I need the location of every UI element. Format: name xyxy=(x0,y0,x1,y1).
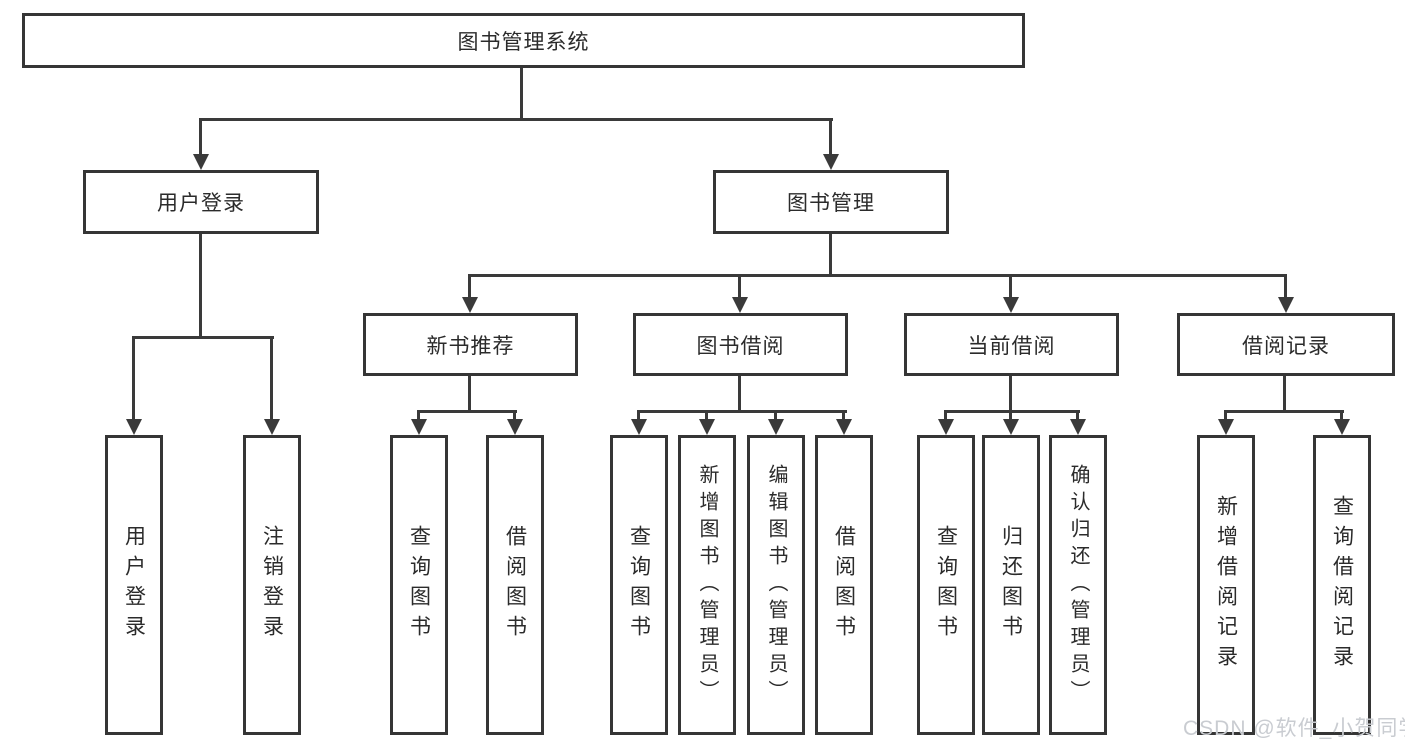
node-leaf-query-books-2-label: 查询图书 xyxy=(627,525,651,645)
node-leaf-user-login-label: 用户登录 xyxy=(122,525,146,645)
node-book-borrow: 图书借阅 xyxy=(633,313,848,376)
node-leaf-query-books-3: 查询图书 xyxy=(917,435,975,735)
connector-line xyxy=(738,376,741,412)
node-new-book-recommend-label: 新书推荐 xyxy=(426,334,515,358)
node-leaf-query-borrow-record-label: 查询借阅记录 xyxy=(1330,495,1354,675)
node-current-borrow-label: 当前借阅 xyxy=(967,334,1056,358)
node-leaf-query-books-3-label: 查询图书 xyxy=(934,525,958,645)
connector-line xyxy=(1009,410,1012,423)
node-leaf-logout: 注销登录 xyxy=(243,435,301,735)
connector-line xyxy=(1224,410,1227,423)
node-borrow-records: 借阅记录 xyxy=(1177,313,1395,376)
node-leaf-add-books-admin: 新增图书（管理员） xyxy=(678,435,736,735)
arrow-down-icon xyxy=(823,154,839,170)
arrow-down-icon xyxy=(1278,297,1294,313)
connector-line xyxy=(705,410,708,423)
connector-line xyxy=(1076,410,1079,423)
arrow-down-icon xyxy=(631,419,647,435)
connector-line xyxy=(738,274,741,301)
node-current-borrow: 当前借阅 xyxy=(904,313,1119,376)
connector-line xyxy=(199,234,202,338)
arrow-down-icon xyxy=(1003,419,1019,435)
node-leaf-confirm-return-admin: 确认归还（管理员） xyxy=(1049,435,1107,735)
connector-line xyxy=(468,274,471,301)
connector-line xyxy=(199,118,202,158)
connector-line xyxy=(1009,274,1012,301)
connector-line xyxy=(829,234,832,276)
connector-line xyxy=(637,410,847,413)
arrow-down-icon xyxy=(732,297,748,313)
node-leaf-borrow-books-1-label: 借阅图书 xyxy=(503,525,527,645)
arrow-down-icon xyxy=(462,297,478,313)
connector-line xyxy=(829,118,832,158)
connector-line xyxy=(1284,274,1287,301)
node-leaf-borrow-books-2-label: 借阅图书 xyxy=(832,525,856,645)
arrow-down-icon xyxy=(193,154,209,170)
arrow-down-icon xyxy=(1003,297,1019,313)
node-book-manage: 图书管理 xyxy=(713,170,949,234)
node-book-borrow-label: 图书借阅 xyxy=(696,334,785,358)
node-book-manage-label: 图书管理 xyxy=(787,192,875,215)
node-new-book-recommend: 新书推荐 xyxy=(363,313,578,376)
node-leaf-add-borrow-record: 新增借阅记录 xyxy=(1197,435,1255,735)
connector-line xyxy=(1224,410,1344,413)
arrow-down-icon xyxy=(836,419,852,435)
connector-line xyxy=(513,410,516,423)
connector-line xyxy=(520,68,523,120)
node-user-login-label: 用户登录 xyxy=(157,192,245,215)
node-root: 图书管理系统 xyxy=(22,13,1025,68)
arrow-down-icon xyxy=(1218,419,1234,435)
connector-line xyxy=(1340,410,1343,423)
connector-line xyxy=(132,336,274,339)
node-leaf-query-books-1-label: 查询图书 xyxy=(407,525,431,645)
node-leaf-query-books-2: 查询图书 xyxy=(610,435,668,735)
node-leaf-edit-books-admin: 编辑图书（管理员） xyxy=(747,435,805,735)
arrow-down-icon xyxy=(126,419,142,435)
node-leaf-return-books-label: 归还图书 xyxy=(999,525,1023,645)
connector-line xyxy=(199,118,833,121)
connector-line xyxy=(417,410,420,423)
node-user-login: 用户登录 xyxy=(83,170,319,234)
node-leaf-edit-books-admin-label: 编辑图书（管理员） xyxy=(765,463,787,707)
arrow-down-icon xyxy=(768,419,784,435)
connector-line xyxy=(944,410,947,423)
connector-line xyxy=(132,336,135,423)
csdn-watermark: CSDN @软件_小贺同学 xyxy=(1183,717,1405,740)
node-leaf-logout-label: 注销登录 xyxy=(260,525,284,645)
node-leaf-query-books-1: 查询图书 xyxy=(390,435,448,735)
connector-line xyxy=(468,376,471,412)
node-leaf-user-login: 用户登录 xyxy=(105,435,163,735)
connector-line xyxy=(270,336,273,423)
node-borrow-records-label: 借阅记录 xyxy=(1242,334,1330,358)
node-leaf-borrow-books-1: 借阅图书 xyxy=(486,435,544,735)
node-leaf-borrow-books-2: 借阅图书 xyxy=(815,435,873,735)
node-leaf-add-books-admin-label: 新增图书（管理员） xyxy=(696,463,718,707)
connector-line xyxy=(417,410,517,413)
connector-line xyxy=(1283,376,1286,412)
node-leaf-query-borrow-record: 查询借阅记录 xyxy=(1313,435,1371,735)
arrow-down-icon xyxy=(699,419,715,435)
arrow-down-icon xyxy=(507,419,523,435)
connector-line xyxy=(842,410,845,423)
arrow-down-icon xyxy=(1070,419,1086,435)
connector-line xyxy=(944,410,1080,413)
arrow-down-icon xyxy=(411,419,427,435)
node-root-label: 图书管理系统 xyxy=(457,30,590,54)
arrow-down-icon xyxy=(264,419,280,435)
node-leaf-add-borrow-record-label: 新增借阅记录 xyxy=(1214,495,1238,675)
connector-line xyxy=(1009,376,1012,412)
node-leaf-return-books: 归还图书 xyxy=(982,435,1040,735)
connector-line xyxy=(637,410,640,423)
arrow-down-icon xyxy=(1334,419,1350,435)
connector-line xyxy=(468,274,1287,277)
arrow-down-icon xyxy=(938,419,954,435)
node-leaf-confirm-return-admin-label: 确认归还（管理员） xyxy=(1067,463,1089,707)
connector-line xyxy=(774,410,777,423)
